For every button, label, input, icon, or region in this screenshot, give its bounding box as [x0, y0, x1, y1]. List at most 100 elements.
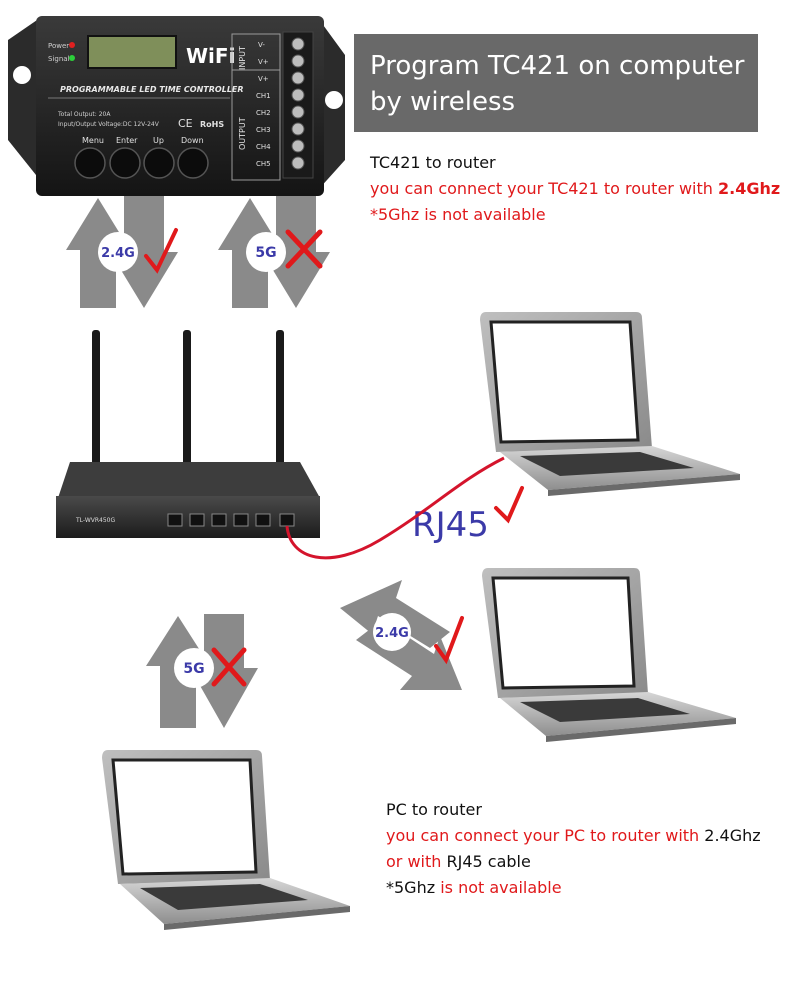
io-voltage-label: Input/Output Voltage:DC 12V-24V [58, 121, 160, 128]
controller-lcd [87, 35, 177, 69]
terminal-screw [291, 139, 305, 153]
signal-label: Signal [48, 55, 70, 63]
band-label-5g: 5G [183, 661, 204, 677]
signal-led [69, 55, 75, 61]
ethernet-port [255, 513, 271, 527]
tc421-note-line2: *5Ghz is not available [370, 205, 546, 224]
router-antenna [92, 330, 100, 470]
terminal-screw [291, 156, 305, 170]
band-badge [246, 232, 286, 272]
down-arrow [262, 196, 330, 308]
banner-line-1: Program TC421 on computer [370, 51, 745, 81]
pc-note-line3-text: is not available [435, 878, 562, 897]
band-label-2.4g: 2.4G [101, 246, 135, 261]
up-button [143, 147, 175, 179]
laptop-base-edge [548, 474, 740, 496]
router-model-label: TL-WVR450G [75, 517, 115, 524]
check-mark-icon [434, 616, 464, 665]
laptop-base-edge [164, 906, 350, 930]
router-antenna [183, 330, 191, 470]
down-button-label: Down [181, 136, 204, 145]
terminal-label-ch2: CH2 [256, 109, 271, 117]
laptop-wireless [482, 568, 736, 742]
terminal-label-v-plus-out: V+ [258, 75, 269, 83]
power-led [69, 42, 75, 48]
check-mark-icon [494, 486, 524, 524]
terminal-label-v-plus-in: V+ [258, 58, 269, 66]
cross-mark-icon [285, 229, 323, 269]
laptop-wired [480, 312, 740, 496]
band-badge [98, 232, 138, 272]
controller-mount-hole-right [325, 91, 343, 109]
up-button-label: Up [153, 136, 164, 145]
laptop-screen [491, 576, 636, 690]
total-output-label: Total Output: 20A [57, 111, 111, 118]
screw-terminal-block [282, 31, 314, 179]
output-label: OUTPUT [238, 117, 247, 150]
band-label-5g: 5G [255, 245, 276, 261]
laptop-5g [102, 750, 350, 930]
power-label: Power [48, 42, 69, 50]
enter-button [109, 147, 141, 179]
rj45-cable [285, 456, 505, 560]
router-antenna [276, 330, 284, 470]
pc-note-line3: *5Ghz is not available [386, 875, 761, 901]
pc-note-line3-band: *5Ghz [386, 878, 436, 897]
band-badge [174, 648, 214, 688]
laptop-screen [111, 758, 258, 876]
pc-note-line2-text: or with [386, 852, 447, 871]
terminal-label-ch5: CH5 [256, 160, 271, 168]
tc421-note-heading: TC421 to router [370, 153, 496, 172]
laptop-keyboard [520, 452, 694, 476]
tc421-note-line1: you can connect your TC421 to router wit… [370, 176, 780, 202]
pc-note-line1: you can connect your PC to router with 2… [386, 823, 761, 849]
ethernet-port [167, 513, 183, 527]
menu-button [74, 147, 106, 179]
router-front [56, 496, 320, 538]
terminal-screw [291, 71, 305, 85]
terminal-screw [291, 122, 305, 136]
ethernet-port [279, 513, 295, 527]
ce-mark: CE [178, 117, 193, 130]
wifi-logo: WiFi [186, 44, 235, 68]
laptop-keyboard [520, 698, 690, 722]
pc-note-heading: PC to router [386, 800, 482, 819]
ethernet-port [233, 513, 249, 527]
terminal-label-ch3: CH3 [256, 126, 271, 134]
terminal-label-panel [231, 33, 281, 181]
ethernet-port [189, 513, 205, 527]
pc-note-line1-band: 2.4Ghz [704, 826, 761, 845]
terminal-label-ch4: CH4 [256, 143, 271, 151]
band-badge [373, 613, 411, 651]
tc421-router-note: TC421 to router you can connect your TC4… [370, 150, 780, 228]
down-arrow [110, 196, 178, 308]
up-arrow [66, 198, 130, 308]
ethernet-port [211, 513, 227, 527]
terminal-screw [291, 54, 305, 68]
pc-note-line1-text: you can connect your PC to router with [386, 826, 705, 845]
terminal-label-ch1: CH1 [256, 92, 271, 100]
controller-left-ear [8, 18, 40, 180]
enter-button-label: Enter [116, 136, 138, 145]
controller-mount-hole-left [13, 66, 31, 84]
tc421-note-line1-text: you can connect your TC421 to router wit… [370, 179, 718, 198]
laptop-screen [489, 320, 640, 444]
down-button [177, 147, 209, 179]
terminal-label-v-minus: V- [258, 41, 265, 49]
pc-router-note: PC to router you can connect your PC to … [386, 797, 761, 901]
wireless-router: TL-WVR450G [56, 330, 320, 538]
laptop-base-edge [546, 718, 736, 742]
router-top [58, 462, 320, 498]
pc-2.4g-arrows: 2.4G [340, 580, 464, 690]
input-label: INPUT [238, 46, 247, 70]
tc421-note-band: 2.4Ghz [718, 179, 781, 198]
title-banner: Program TC421 on computer by wireless [354, 34, 758, 132]
pc-note-line2: or with RJ45 cable [386, 849, 761, 875]
tc421-2.4g-arrows: 2.4G [66, 196, 178, 308]
rohs-mark: RoHS [200, 120, 224, 129]
banner-line-2: by wireless [370, 87, 516, 117]
terminal-screws [291, 37, 305, 170]
terminal-screw [291, 88, 305, 102]
tc421-controller: Power Signal WiFi PROGRAMMABLE LED TIME … [8, 16, 345, 196]
